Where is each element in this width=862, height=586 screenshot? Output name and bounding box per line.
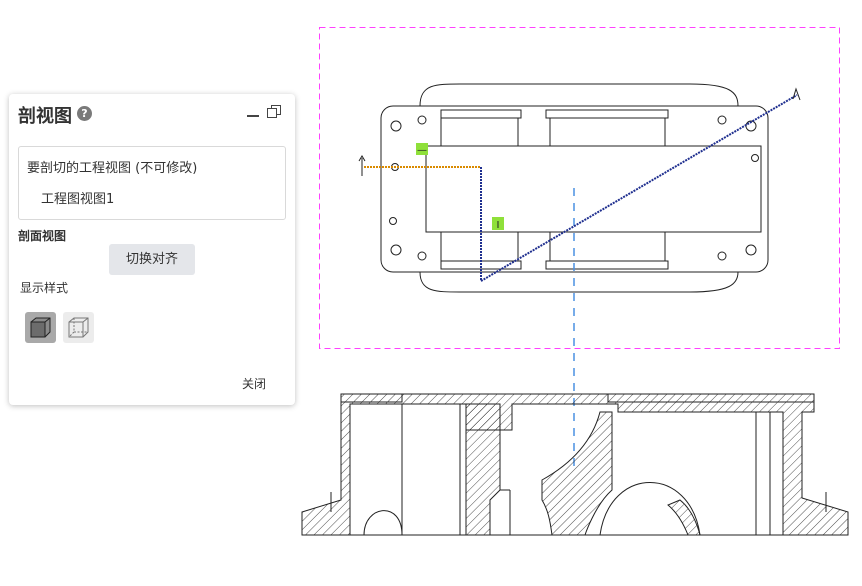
cut-handle-1[interactable] <box>416 143 428 155</box>
view-selection-frame[interactable] <box>319 27 840 349</box>
wireframe-style-button[interactable] <box>63 312 94 343</box>
minimize-icon[interactable] <box>246 102 260 118</box>
shaded-cube-icon <box>30 317 51 338</box>
wireframe-cube-icon <box>68 317 89 338</box>
cut-handle-2-label: I <box>497 220 500 231</box>
panel-title: 剖视图 <box>18 106 72 127</box>
help-icon[interactable]: ? <box>77 106 92 121</box>
restore-icon[interactable] <box>267 105 281 119</box>
switch-alignment-button[interactable]: 切换对齐 <box>109 244 195 275</box>
close-button[interactable]: 关闭 <box>242 377 267 391</box>
top-view[interactable] <box>380 83 769 293</box>
section-cut-line[interactable] <box>358 87 801 282</box>
cut-handle-2[interactable] <box>492 217 504 230</box>
section-view-panel: 剖视图 ? 要剖切的工程视图 (不可修改) 工程图视图1 剖面视图 切换对齐 显… <box>9 94 295 405</box>
cut-handle-1-label: — <box>417 145 427 156</box>
source-view-label: 要剖切的工程视图 (不可修改) <box>27 161 198 176</box>
shaded-style-button[interactable] <box>25 312 56 343</box>
section-view[interactable] <box>301 393 849 536</box>
source-view-box[interactable]: 要剖切的工程视图 (不可修改) 工程图视图1 <box>18 146 286 220</box>
section-view-label: 剖面视图 <box>18 229 67 243</box>
source-view-item[interactable]: 工程图视图1 <box>41 192 115 207</box>
display-style-label: 显示样式 <box>20 281 69 295</box>
